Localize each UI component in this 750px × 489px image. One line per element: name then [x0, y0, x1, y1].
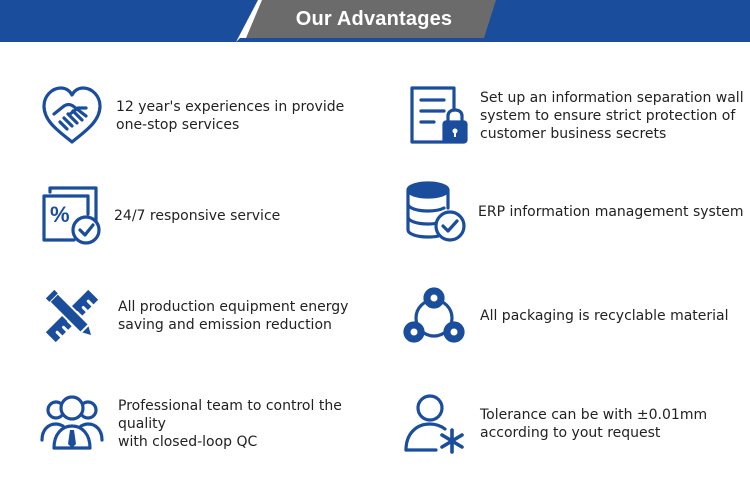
advantage-text: Set up an information separation wall sy…	[480, 90, 744, 142]
advantage-item-erp: ERP information management system	[404, 180, 744, 244]
advantage-item-info-wall: Set up an information separation wall sy…	[406, 84, 746, 148]
advantage-text: All packaging is recyclable material	[480, 308, 729, 324]
pencil-ruler-icon	[40, 284, 104, 348]
advantage-item-service: % 24/7 responsive service	[40, 184, 370, 248]
advantage-item-energy: All production equipment energy saving a…	[40, 284, 370, 348]
advantage-item-packaging: All packaging is recyclable material	[402, 284, 742, 348]
page-title: Our Advantages	[295, 8, 453, 30]
advantage-item-tolerance: Tolerance can be with ±0.01mm according …	[402, 392, 742, 456]
advantage-item-team: Professional team to control the quality…	[40, 392, 385, 456]
advantage-text: Professional team to control the quality…	[118, 398, 342, 450]
svg-text:%: %	[50, 202, 70, 227]
document-lock-icon	[406, 84, 470, 148]
recycle-nodes-icon	[402, 284, 466, 348]
person-asterisk-icon	[402, 392, 466, 456]
advantage-text: 24/7 responsive service	[114, 208, 281, 224]
database-check-icon	[404, 180, 468, 244]
advantage-text: Tolerance can be with ±0.01mm according …	[480, 407, 708, 441]
advantage-text: 12 year's experiences in provide one-sto…	[116, 99, 345, 133]
handshake-heart-icon	[40, 84, 104, 148]
team-icon	[40, 392, 104, 456]
advantage-text: ERP information management system	[478, 204, 744, 220]
banner-shapes	[0, 0, 750, 42]
advantage-item-experience: 12 year's experiences in provide one-sto…	[40, 84, 370, 148]
advantage-text: All production equipment energy saving a…	[118, 299, 349, 333]
header-banner: Our Advantages	[0, 0, 750, 44]
percent-check-icon: %	[40, 184, 104, 248]
